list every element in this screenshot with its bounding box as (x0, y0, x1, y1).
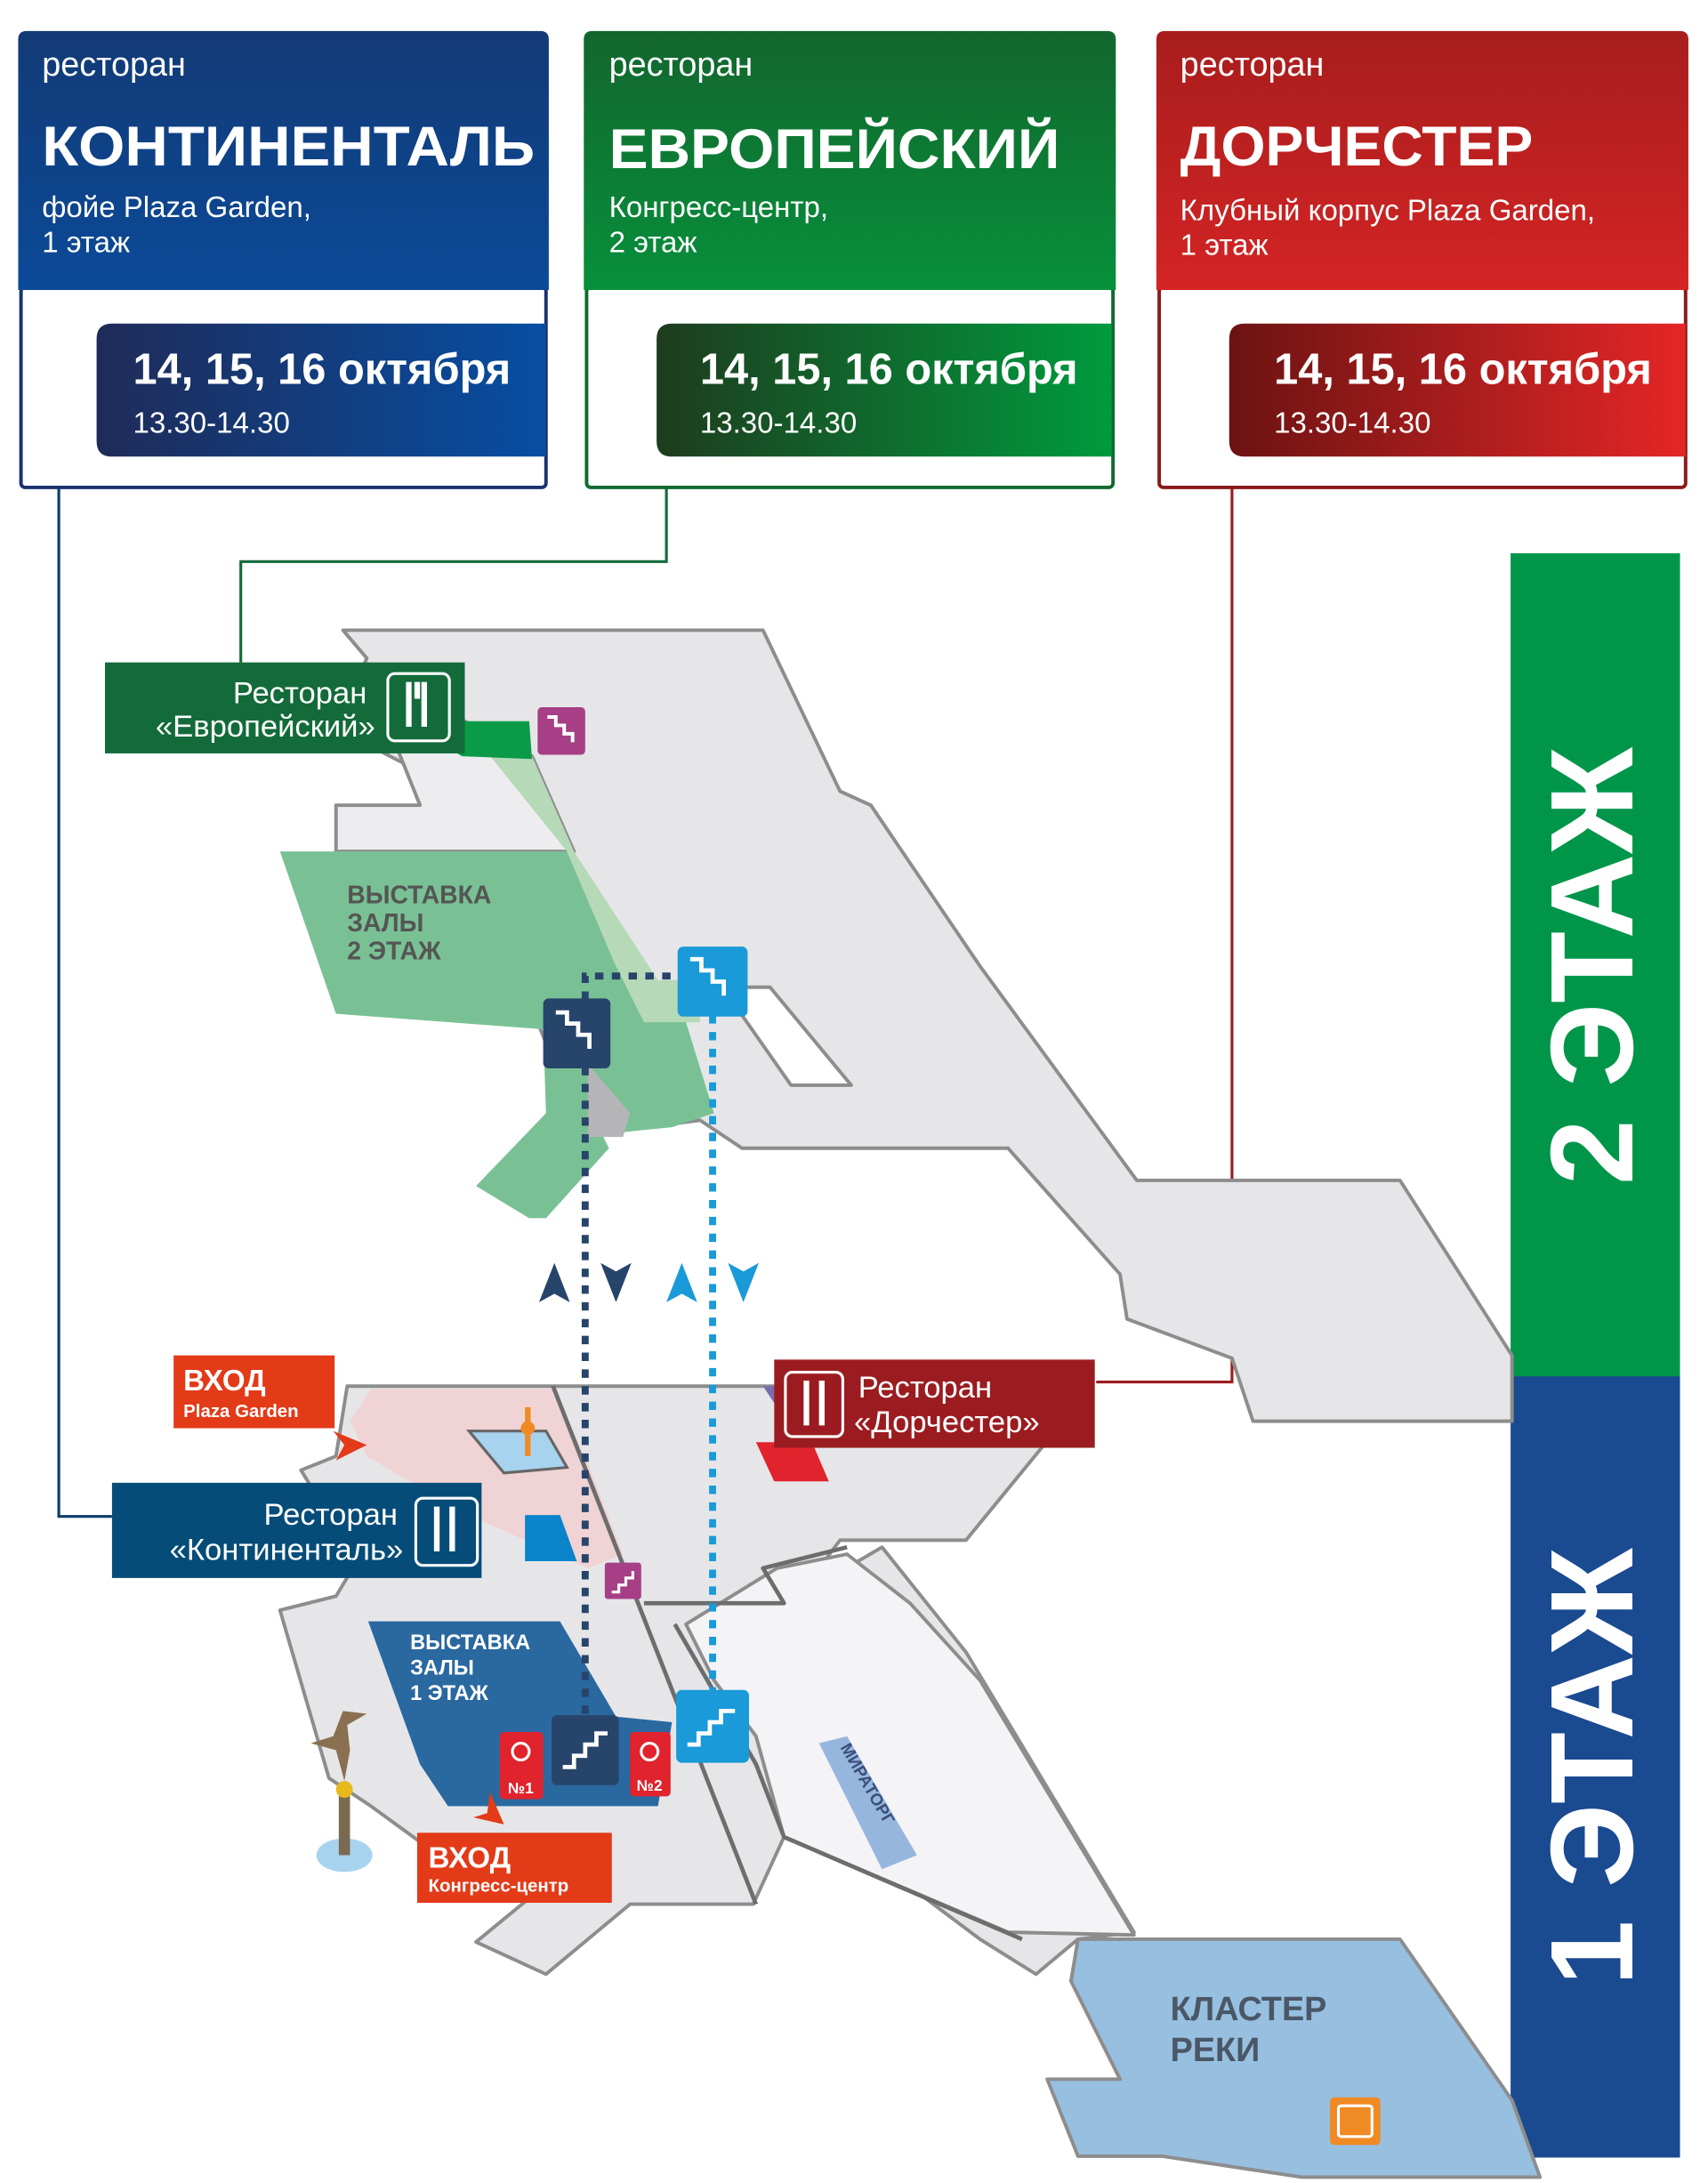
card-time: 13.30-14.30 (700, 407, 857, 440)
registration-point-1: №1 (499, 1732, 544, 1800)
expo2-label: ЗАЛЫ (347, 909, 423, 938)
card-title: ЕВРОПЕЙСКИЙ (609, 117, 1060, 181)
entrance-plaza-garden: ВХОД Plaza Garden (173, 1355, 367, 1461)
floor2-label: 2 ЭТАЖ (1527, 746, 1658, 1185)
registration-point-2: №2 (630, 1732, 671, 1797)
fountain-icon (465, 1406, 569, 1475)
card-dates: 14, 15, 16 октября (1274, 345, 1652, 393)
connector-europeisky (239, 487, 668, 663)
expo1-label: ЗАЛЫ (410, 1656, 474, 1680)
card-floor: 1 этаж (42, 227, 130, 260)
card-kicker: ресторан (609, 46, 753, 84)
label-text: Ресторан (233, 676, 367, 710)
stairs-icon (677, 947, 748, 1017)
arrow-up-icon (666, 1262, 697, 1302)
card-title: ДОРЧЕСТЕР (1180, 116, 1534, 178)
entrance-congress-center: ВХОД Конгресс-центр (416, 1792, 612, 1903)
card-dorchester: ресторан ДОРЧЕСТЕР Клубный корпус Plaza … (1156, 30, 1688, 489)
entrance-subtitle: Plaza Garden (183, 1401, 299, 1422)
card-time: 13.30-14.30 (133, 407, 290, 440)
card-kicker: ресторан (1180, 46, 1325, 84)
entrance-arrow-icon (472, 1792, 504, 1825)
arrow-down-icon (728, 1262, 759, 1302)
fork-knife-icon (414, 1496, 479, 1567)
card-floor: 1 этаж (1180, 230, 1269, 262)
card-location: Конгресс-центр, (609, 191, 829, 224)
fork-knife-icon (784, 1370, 844, 1438)
label-text: Ресторан (264, 1498, 398, 1532)
statue-icon (310, 1711, 373, 1873)
registration-number: №2 (637, 1776, 663, 1794)
label-text: «Континенталь» (170, 1533, 404, 1567)
floor2-map (279, 628, 1514, 1423)
card-location: Клубный корпус Plaza Garden, (1180, 194, 1595, 227)
registration-number: №1 (508, 1779, 534, 1797)
card-dates: 14, 15, 16 октября (700, 345, 1078, 393)
stairs-icon (676, 1689, 749, 1763)
cluster-label: КЛАСТЕР (1171, 1991, 1327, 2028)
fork-knife-icon (386, 672, 451, 743)
entrance-title: ВХОД (183, 1365, 266, 1398)
label-continental[interactable]: Ресторан «Континенталь» (111, 1482, 482, 1578)
expo1-label: ВЫСТАВКА (410, 1631, 530, 1655)
floor2-bar (1511, 552, 1680, 1378)
label-text: «Дорчестер» (854, 1406, 1040, 1439)
expo2-label: ВЫСТАВКА (347, 881, 491, 909)
card-time: 13.30-14.30 (1274, 407, 1430, 440)
entrance-subtitle: Конгресс-центр (429, 1875, 569, 1896)
expo1-label: 1 ЭТАЖ (410, 1682, 488, 1705)
card-europeisky: ресторан ЕВРОПЕЙСКИЙ Конгресс-центр, 2 э… (584, 30, 1116, 489)
floor1-bar (1511, 1376, 1680, 2158)
connector-dorchester (1096, 487, 1234, 1384)
restroom-icon (1330, 2097, 1381, 2146)
expo2-label: 2 ЭТАЖ (347, 937, 441, 965)
stairs-icon (543, 998, 611, 1069)
label-dorchester[interactable]: Ресторан «Дорчестер» (774, 1359, 1095, 1448)
label-text: «Европейский» (156, 710, 375, 744)
floor1-map (278, 1384, 1543, 2179)
entrance-arrow-icon (333, 1430, 367, 1461)
arrow-down-icon (600, 1262, 632, 1302)
stairs-icon (604, 1562, 641, 1599)
floor1-label: 1 ЭТАЖ (1527, 1547, 1658, 1986)
card-kicker: ресторан (42, 46, 186, 84)
card-continental: ресторан КОНТИНЕНТАЛЬ фойе Plaza Garden,… (18, 30, 549, 489)
label-text: Ресторан (858, 1371, 992, 1405)
arrow-up-icon (538, 1262, 570, 1302)
cluster-label: РЕКИ (1171, 2032, 1261, 2069)
label-europeisky[interactable]: Ресторан «Европейский» (105, 662, 465, 753)
stairs-icon (537, 707, 585, 755)
connector-continental (57, 487, 112, 1518)
card-dates: 14, 15, 16 октября (133, 345, 512, 393)
card-location: фойе Plaza Garden, (42, 191, 311, 224)
entrance-title: ВХОД (429, 1842, 512, 1875)
card-floor: 2 этаж (609, 227, 697, 260)
stairs-icon (552, 1715, 619, 1785)
card-title: КОНТИНЕНТАЛЬ (42, 116, 535, 178)
